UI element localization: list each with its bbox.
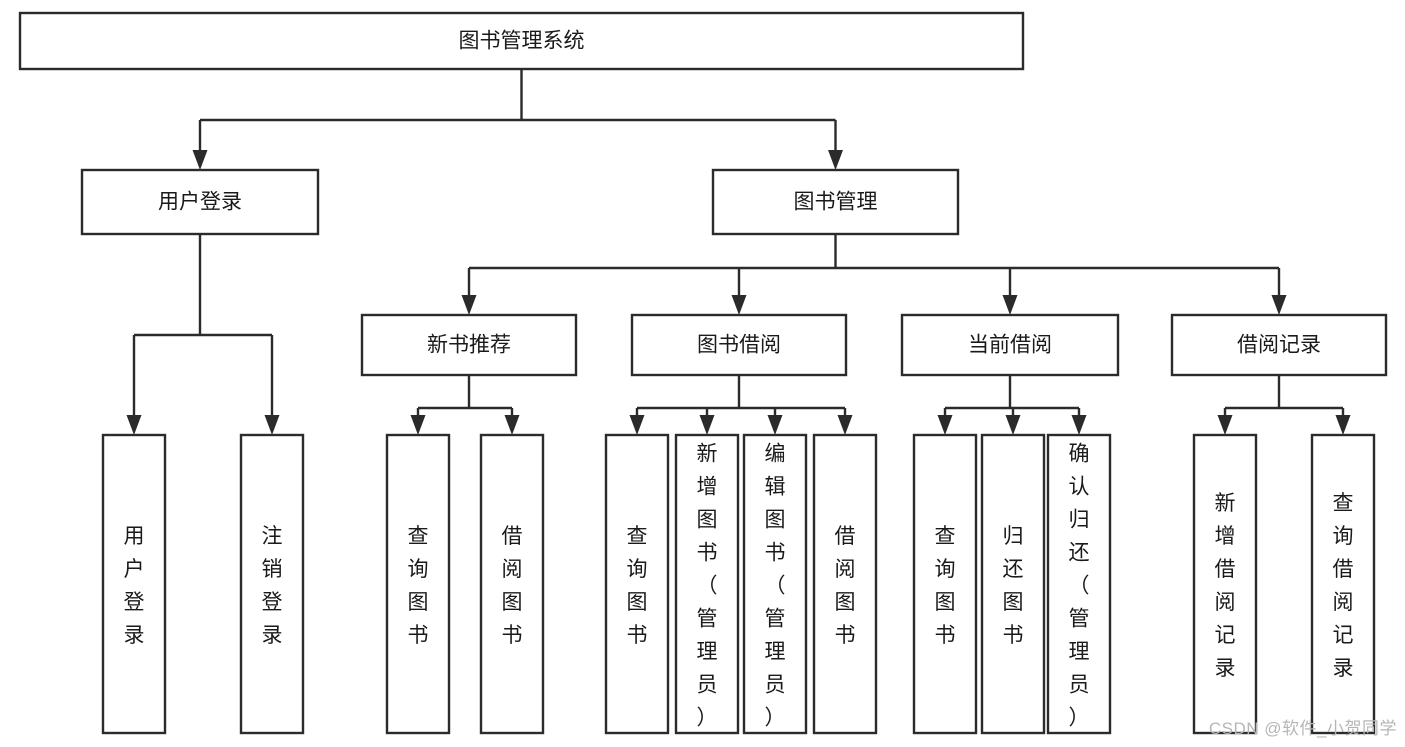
node-level3-3-label: 借阅记录: [1237, 334, 1321, 357]
node-leaf-8[interactable]: 查询图书: [912, 433, 978, 735]
node-level3-2[interactable]: 当前借阅: [900, 313, 1120, 377]
node-leaf-12-rect[interactable]: [1310, 433, 1376, 735]
node-level3-1-label: 图书借阅: [697, 334, 781, 357]
node-level2-1-label: 图书管理: [794, 191, 878, 214]
node-leaf-0-label: 用户登录: [124, 525, 145, 647]
node-level3-2-rect[interactable]: [900, 313, 1120, 377]
node-leaf-8-label: 查询图书: [935, 525, 956, 647]
node-leaf-2[interactable]: 查询图书: [385, 433, 451, 735]
node-root[interactable]: 图书管理系统: [18, 11, 1025, 71]
node-leaf-3[interactable]: 借阅图书: [479, 433, 545, 735]
node-level2-0-rect[interactable]: [80, 168, 320, 236]
node-leaf-2-label: 查询图书: [408, 525, 429, 647]
node-leaf-0-rect[interactable]: [101, 433, 167, 735]
node-leaf-11[interactable]: 新增借阅记录: [1192, 433, 1258, 735]
arrow-head-icon: [1005, 415, 1021, 435]
node-leaf-2-rect[interactable]: [385, 433, 451, 735]
node-level2-0-label: 用户登录: [158, 191, 242, 214]
node-leaf-9-rect[interactable]: [980, 433, 1046, 735]
node-leaf-5[interactable]: 新增图书（管理员）: [674, 433, 740, 735]
node-level3-1-rect[interactable]: [630, 313, 848, 377]
arrow-head-icon: [767, 415, 783, 435]
arrow-head-icon: [1071, 415, 1087, 435]
node-level2-0[interactable]: 用户登录: [80, 168, 320, 236]
node-level3-0-rect[interactable]: [360, 313, 578, 377]
node-leaf-11-rect[interactable]: [1192, 433, 1258, 735]
arrow-head-icon: [264, 415, 280, 435]
node-leaf-9-label: 归还图书: [1003, 525, 1024, 647]
node-leaf-9[interactable]: 归还图书: [980, 433, 1046, 735]
nodes-layer: 图书管理系统用户登录图书管理新书推荐图书借阅当前借阅借阅记录用户登录注销登录查询…: [18, 11, 1388, 735]
arrow-head-icon: [1217, 415, 1233, 435]
arrow-head-icon: [126, 415, 142, 435]
node-leaf-12-label: 查询借阅记录: [1333, 492, 1354, 680]
node-leaf-8-rect[interactable]: [912, 433, 978, 735]
node-level2-1-rect[interactable]: [711, 168, 960, 236]
node-leaf-6[interactable]: 编辑图书（管理员）: [742, 433, 808, 735]
node-leaf-10[interactable]: 确认归还（管理员）: [1046, 433, 1112, 735]
node-root-rect[interactable]: [18, 11, 1025, 71]
node-level2-1[interactable]: 图书管理: [711, 168, 960, 236]
node-leaf-7[interactable]: 借阅图书: [812, 433, 878, 735]
arrow-head-icon: [699, 415, 715, 435]
node-leaf-3-rect[interactable]: [479, 433, 545, 735]
arrow-head-icon: [461, 295, 477, 315]
node-leaf-1-label: 注销登录: [262, 525, 283, 647]
node-leaf-5-label: 新增图书（管理员）: [697, 443, 718, 730]
node-level3-0[interactable]: 新书推荐: [360, 313, 578, 377]
connectors-layer: [126, 69, 1351, 435]
node-level3-2-label: 当前借阅: [968, 334, 1052, 357]
node-leaf-4[interactable]: 查询图书: [604, 433, 670, 735]
node-leaf-1[interactable]: 注销登录: [239, 433, 305, 735]
node-leaf-7-label: 借阅图书: [835, 525, 856, 647]
node-leaf-10-rect[interactable]: [1046, 433, 1112, 735]
arrow-head-icon: [410, 415, 426, 435]
node-leaf-6-rect[interactable]: [742, 433, 808, 735]
node-leaf-12[interactable]: 查询借阅记录: [1310, 433, 1376, 735]
node-leaf-0[interactable]: 用户登录: [101, 433, 167, 735]
node-level3-1[interactable]: 图书借阅: [630, 313, 848, 377]
arrow-head-icon: [731, 295, 747, 315]
node-leaf-1-rect[interactable]: [239, 433, 305, 735]
node-leaf-10-label: 确认归还（管理员）: [1069, 443, 1090, 730]
arrow-head-icon: [1002, 295, 1018, 315]
node-leaf-5-rect[interactable]: [674, 433, 740, 735]
arrow-head-icon: [1335, 415, 1351, 435]
arrow-head-icon: [937, 415, 953, 435]
node-leaf-3-label: 借阅图书: [502, 525, 523, 647]
node-leaf-4-label: 查询图书: [627, 525, 648, 647]
arrow-head-icon: [192, 150, 208, 170]
node-level3-3-rect[interactable]: [1170, 313, 1388, 377]
arrow-head-icon: [504, 415, 520, 435]
arrow-head-icon: [629, 415, 645, 435]
node-level3-3[interactable]: 借阅记录: [1170, 313, 1388, 377]
node-leaf-6-label: 编辑图书（管理员）: [765, 443, 786, 730]
node-level3-0-label: 新书推荐: [427, 334, 511, 357]
node-leaf-7-rect[interactable]: [812, 433, 878, 735]
node-root-label: 图书管理系统: [459, 30, 585, 53]
arrow-head-icon: [837, 415, 853, 435]
arrow-head-icon: [828, 150, 843, 170]
node-leaf-4-rect[interactable]: [604, 433, 670, 735]
arrow-head-icon: [1271, 295, 1287, 315]
node-leaf-11-label: 新增借阅记录: [1215, 492, 1236, 680]
